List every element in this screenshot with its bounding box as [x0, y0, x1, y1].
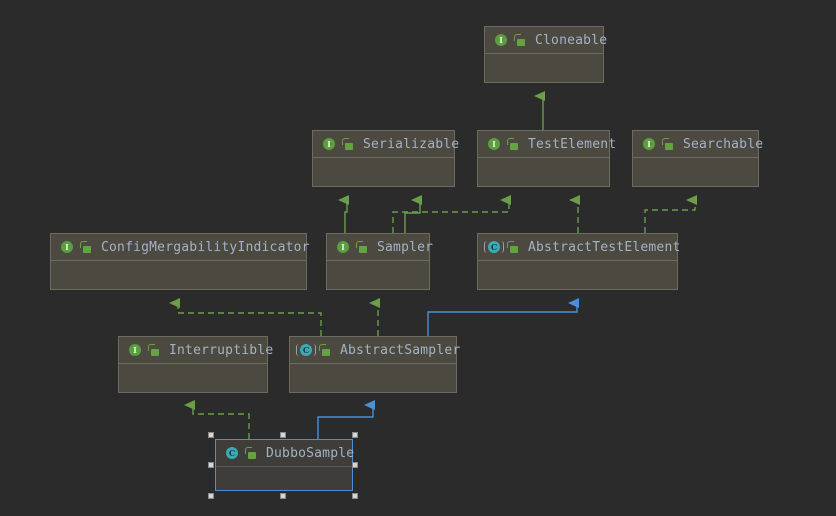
interface-icon: I: [336, 240, 350, 254]
node-title: Searchable: [683, 136, 764, 152]
lock-icon: [662, 138, 673, 150]
node-header: I TestElement: [478, 131, 616, 158]
abstract-class-icon: C: [484, 240, 504, 254]
node-title: TestElement: [528, 136, 617, 152]
lock-icon: [319, 344, 330, 356]
node-header: I Serializable: [313, 131, 459, 158]
uml-node-interruptible[interactable]: I Interruptible: [118, 336, 273, 393]
uml-node-sampler[interactable]: I Sampler: [326, 233, 433, 290]
uml-node-cloneable[interactable]: I Cloneable: [484, 26, 607, 83]
interface-icon: I: [487, 137, 501, 151]
abstract-class-icon: C: [296, 343, 316, 357]
node-title: Sampler: [377, 239, 434, 255]
edge-abstracttestelement-to-searchable: [644, 195, 697, 233]
resize-handle-e[interactable]: [352, 462, 358, 468]
node-header: I Cloneable: [485, 27, 607, 54]
interface-icon: I: [322, 137, 336, 151]
node-header: I Sampler: [327, 234, 433, 261]
node-members-area: [327, 261, 429, 289]
node-title: Cloneable: [535, 32, 608, 48]
node-header: I Searchable: [633, 131, 763, 158]
node-members-area: [290, 364, 456, 392]
uml-node-abstractsampler[interactable]: C AbstractSampler: [289, 336, 460, 393]
node-title: Serializable: [363, 136, 460, 152]
edge-dubbosample-to-abstractsampler: [317, 400, 375, 439]
lock-icon: [507, 138, 518, 150]
interface-icon: I: [128, 343, 142, 357]
edge-abstractsampler-to-configmergabilityindicator: [169, 298, 322, 336]
node-header: I Interruptible: [119, 337, 273, 364]
resize-handle-se[interactable]: [352, 493, 358, 499]
resize-handle-w[interactable]: [208, 462, 214, 468]
lock-icon: [80, 241, 91, 253]
edge-abstracttestelement-to-serializable: [404, 195, 422, 233]
node-header: I ConfigMergabilityIndicator: [51, 234, 310, 261]
resize-handle-nw[interactable]: [208, 432, 214, 438]
node-members-area: [313, 158, 454, 186]
node-members-area: [216, 467, 352, 490]
node-members-area: [478, 158, 609, 186]
lock-icon: [356, 241, 367, 253]
node-members-area: [119, 364, 267, 392]
uml-node-serializable[interactable]: I Serializable: [312, 130, 459, 187]
edge-abstractsampler-to-abstracttestelement: [427, 298, 579, 336]
uml-node-configmergabilityindicator[interactable]: I ConfigMergabilityIndicator: [50, 233, 310, 290]
node-header: C AbstractSampler: [290, 337, 460, 364]
edge-sampler-to-serializable: [338, 195, 349, 233]
node-title: DubboSample: [266, 445, 355, 461]
lock-icon: [342, 138, 353, 150]
node-title: Interruptible: [169, 342, 274, 358]
node-header: C DubboSample: [216, 440, 355, 467]
resize-handle-n[interactable]: [280, 432, 286, 438]
uml-node-dubbosample[interactable]: C DubboSample: [215, 439, 355, 491]
interface-icon: I: [60, 240, 74, 254]
node-title: ConfigMergabilityIndicator: [101, 239, 310, 255]
interface-icon: I: [642, 137, 656, 151]
node-members-area: [478, 261, 677, 289]
node-members-area: [51, 261, 306, 289]
interface-icon: I: [494, 33, 508, 47]
uml-node-testelement[interactable]: I TestElement: [477, 130, 616, 187]
node-members-area: [633, 158, 758, 186]
resize-handle-sw[interactable]: [208, 493, 214, 499]
edge-sampler-to-testelement: [392, 195, 511, 233]
lock-icon: [148, 344, 159, 356]
uml-node-searchable[interactable]: I Searchable: [632, 130, 763, 187]
lock-icon: [245, 447, 256, 459]
uml-node-abstracttestelement[interactable]: C AbstractTestElement: [477, 233, 680, 290]
node-members-area: [485, 54, 603, 82]
lock-icon: [507, 241, 518, 253]
lock-icon: [514, 34, 525, 46]
resize-handle-s[interactable]: [280, 493, 286, 499]
node-header: C AbstractTestElement: [478, 234, 680, 261]
class-icon: C: [225, 446, 239, 460]
resize-handle-ne[interactable]: [352, 432, 358, 438]
edge-dubbosample-to-interruptible: [184, 400, 250, 439]
node-title: AbstractSampler: [340, 342, 461, 358]
node-title: AbstractTestElement: [528, 239, 681, 255]
